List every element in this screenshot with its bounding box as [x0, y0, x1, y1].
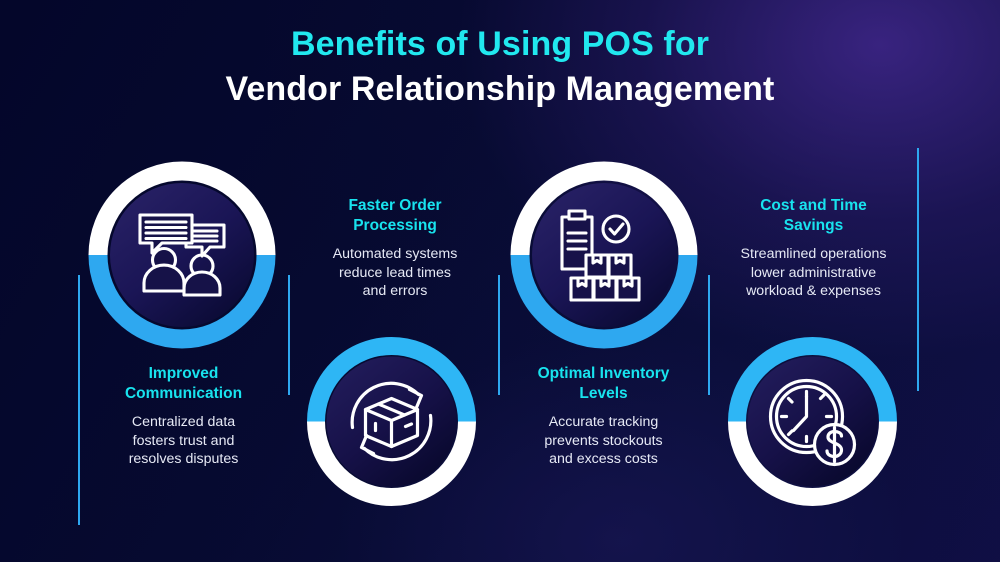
benefit-title: Improved Communication — [124, 365, 243, 402]
package-refresh-icon — [350, 381, 433, 462]
benefit-ring-improved-communication[interactable] — [84, 157, 280, 353]
benefit-title: Cost and Time Savings — [760, 197, 867, 234]
connector-line-2-3 — [498, 275, 500, 395]
clock-dollar-icon — [768, 378, 857, 467]
benefit-ring-faster-order-processing[interactable] — [303, 333, 480, 510]
benefit-ring-optimal-inventory-levels[interactable] — [506, 157, 702, 353]
page-title: Benefits of Using POS for Vendor Relatio… — [0, 24, 1000, 109]
connector-line-right — [917, 148, 919, 391]
connector-line-left — [78, 275, 80, 525]
benefit-title: Faster Order Processing — [348, 197, 442, 234]
benefit-text-faster-order-processing: Faster Order Processing Automated system… — [305, 196, 485, 301]
title-line-1: Benefits of Using POS for — [290, 25, 710, 63]
benefit-title: Optimal Inventory Levels — [537, 365, 670, 402]
people-chat-icon — [138, 213, 226, 297]
benefit-description: Streamlined operations lower administrat… — [740, 245, 887, 300]
connector-line-3-4 — [708, 275, 710, 395]
benefit-description: Automated systems reduce lead times and … — [332, 245, 458, 300]
benefit-text-cost-and-time-savings: Cost and Time Savings Streamlined operat… — [721, 196, 906, 301]
benefit-description: Accurate tracking prevents stockouts and… — [544, 413, 663, 468]
clipboard-boxes-check-icon — [560, 209, 641, 302]
connector-line-1-2 — [288, 275, 290, 395]
benefit-ring-cost-and-time-savings[interactable] — [724, 333, 901, 510]
benefit-description: Centralized data fosters trust and resol… — [128, 413, 239, 468]
benefit-text-optimal-inventory-levels: Optimal Inventory Levels Accurate tracki… — [513, 364, 694, 469]
benefit-text-improved-communication: Improved Communication Centralized data … — [96, 364, 271, 469]
title-line-2: Vendor Relationship Management — [225, 70, 775, 109]
